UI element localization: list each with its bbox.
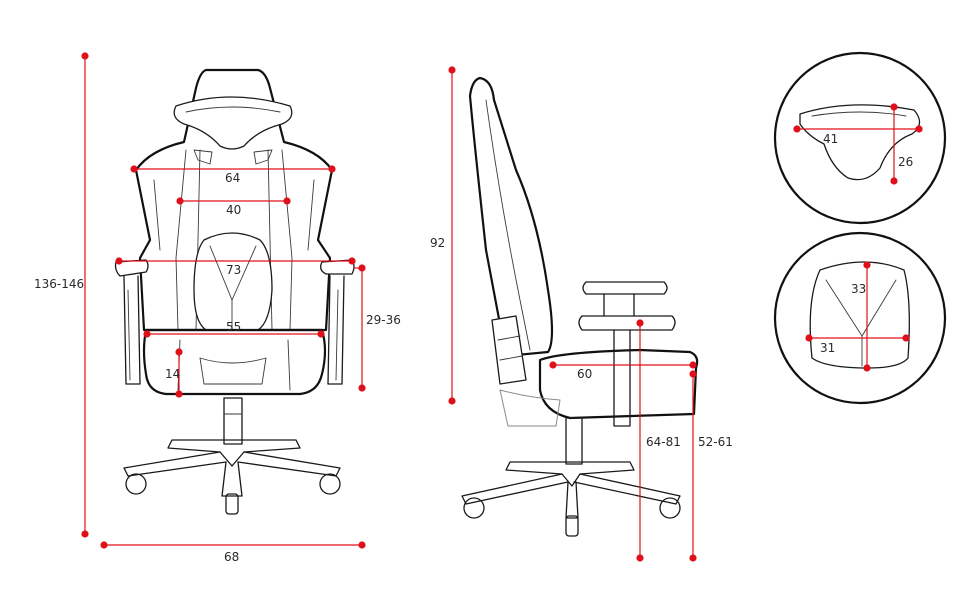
headrest-pillow-detail (773, 51, 947, 225)
label-backrest-height: 92 (430, 236, 445, 250)
label-armrest-outer-width: 73 (226, 263, 241, 277)
label-seat-floor-height: 52-61 (698, 435, 733, 449)
label-lumbar-pillow-width: 31 (820, 341, 835, 355)
label-armrest-floor-height: 64-81 (646, 435, 681, 449)
label-seat-width: 55 (226, 320, 241, 334)
label-armrest-height: 29-36 (366, 313, 401, 327)
label-seat-cushion-height: 14 (165, 367, 180, 381)
label-headrest-width: 40 (226, 203, 241, 217)
side-view-chair (461, 76, 699, 537)
front-view-chair (114, 68, 355, 515)
label-seat-depth: 60 (577, 367, 592, 381)
label-total-height: 136-146 (34, 277, 84, 291)
label-back-width-top: 64 (225, 171, 240, 185)
label-headrest-pillow-height: 26 (898, 155, 913, 169)
lumbar-pillow-detail (773, 231, 947, 405)
dimension-lines (81, 52, 923, 562)
label-base-width: 68 (224, 550, 239, 564)
dimension-labels: 136-146 68 64 40 73 55 14 29-36 92 60 64… (34, 132, 913, 564)
label-headrest-pillow-width: 41 (823, 132, 838, 146)
label-lumbar-pillow-height: 33 (851, 282, 866, 296)
